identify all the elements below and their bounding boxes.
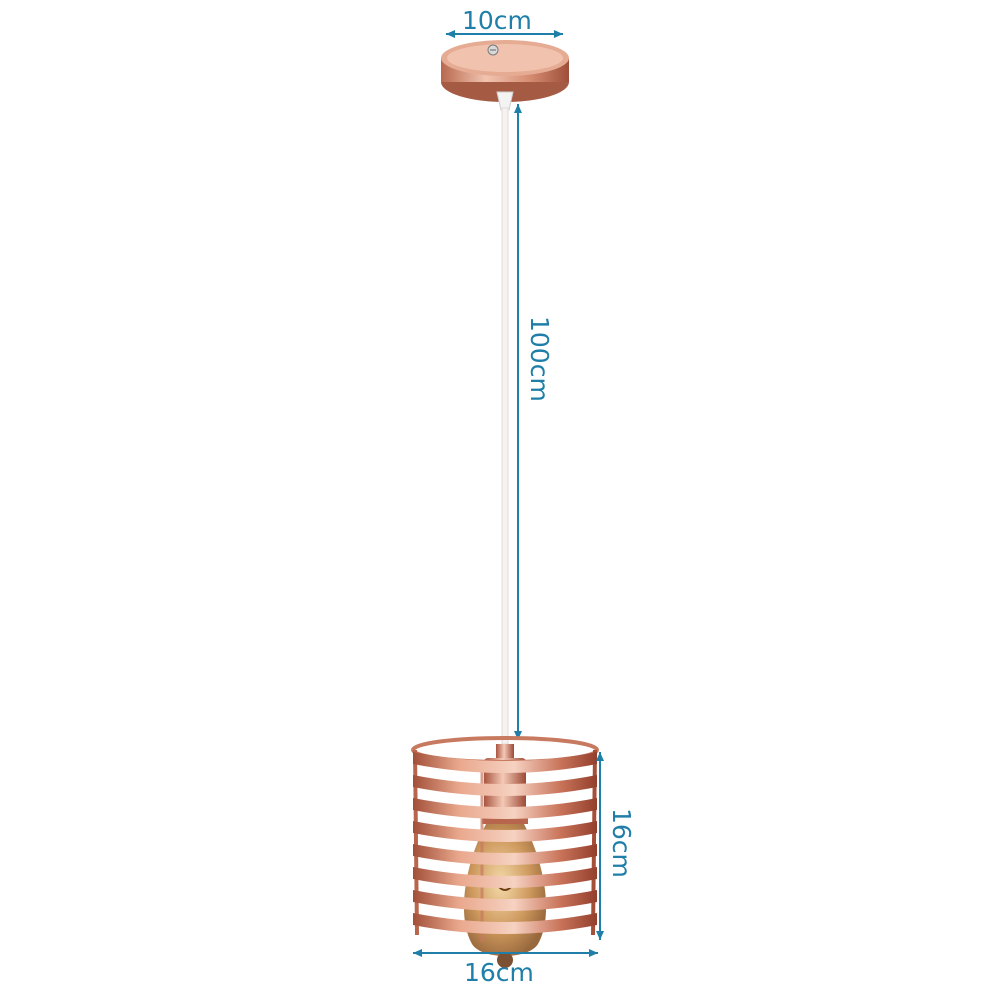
canopy-width-dimension (446, 30, 563, 38)
cage-shade (411, 736, 599, 942)
suspension-cable (501, 107, 509, 745)
shade-height-label: 16cm (607, 808, 636, 878)
ceiling-canopy (441, 40, 569, 111)
shade-width-label: 16cm (464, 958, 534, 987)
canopy-width-label: 10cm (462, 6, 532, 35)
edison-bulb (463, 824, 547, 968)
cable-length-dimension (514, 104, 522, 740)
shade-height-dimension (596, 752, 604, 940)
cable-length-label: 100cm (525, 316, 554, 402)
shade-width-dimension (413, 949, 598, 957)
